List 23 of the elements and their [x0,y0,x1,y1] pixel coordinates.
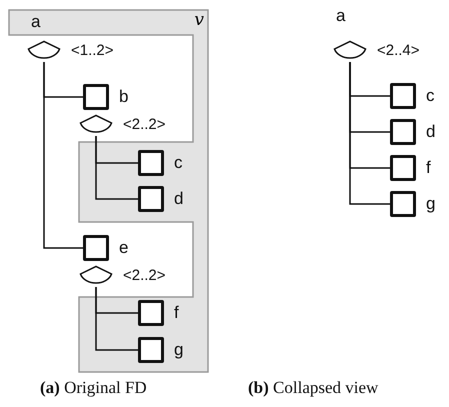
connector-line [349,62,390,205]
figure-caption: (a) Original FD [40,378,147,398]
feature-name: g [426,194,436,214]
connector-line [95,136,138,200]
feature-name: d [426,122,436,142]
feature-name: a [31,12,40,31]
connector-line [95,287,138,351]
figure-caption: (b) Collapsed view [248,378,378,398]
feature-name: b [119,87,128,107]
view-name: v [194,10,204,30]
feature-name: g [174,340,184,360]
feature-name: c [174,153,182,173]
cardinality-label: <2..2> [123,116,166,134]
feature-name: f [426,158,431,178]
cardinality-label: <1..2> [71,42,114,60]
feature-name: c [426,86,434,106]
feature-name: e [119,238,128,258]
cardinality-label: <2..4> [377,42,420,60]
cardinality-label: <2..2> [123,267,166,285]
feature-name: f [174,303,179,323]
feature-name: a [336,6,346,25]
feature-name: d [174,189,184,209]
connector-line [43,62,83,249]
